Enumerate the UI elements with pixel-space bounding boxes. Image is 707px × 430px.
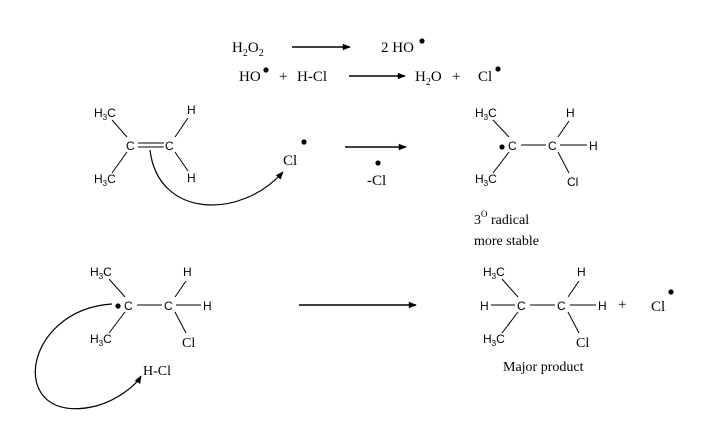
bond [111,151,128,174]
bond [492,151,510,174]
chcl-carbon: C [548,139,557,153]
bond [174,280,187,298]
isobutylene-structure: H3C H3C C C H H [94,103,284,206]
ch3-top-label: H3C [475,106,497,122]
eq1-product: 2 HO [381,40,414,56]
bond [501,278,519,298]
chlorine-radical-dot [668,289,674,295]
major-product-label: Major product [503,360,584,375]
h-top: H [566,106,575,120]
bond [108,278,126,298]
chlorine-label: Cl [567,175,578,189]
eq2-plus2: + [452,69,460,85]
alkene-h-top: H [187,103,196,117]
bond [492,119,510,138]
eq2-ho-radical-dot [263,67,269,73]
h-top: H [577,265,586,279]
h-right: H [589,139,598,153]
h-right: H [203,299,212,313]
radical-dot [115,303,121,309]
quaternary-carbon: C [517,299,526,313]
equation-1: H2O2 2 HO [232,38,425,59]
eq2-cl: Cl [478,69,492,85]
eq2-hcl: H-Cl [297,69,327,85]
bond [174,311,187,334]
radical-dot [499,144,505,150]
eq2-cl-radical-dot [495,66,501,72]
eq1-radical-dot [419,38,425,44]
ch3-bottom-label: H3C [94,172,116,188]
chlorine-label: Cl [576,336,589,351]
hydrogen-abstraction-arrow [34,303,142,410]
bond [567,280,580,298]
h-right: H [598,299,607,313]
radical-carbon: C [124,299,133,313]
electron-curved-arrow [149,149,284,206]
eq2-ho: HO [239,69,261,85]
bond [567,311,580,334]
ch3-top-label: H3C [483,265,505,281]
ch3-top-label: H3C [90,265,112,281]
leaving-cl-dot [375,160,381,166]
bond [557,120,570,138]
alkene-carbon-1: C [126,139,135,153]
ch3-bottom-label: H3C [475,172,497,188]
bond [557,151,570,174]
minus-chlorine: -Cl [367,173,386,189]
eq2-plus1: + [279,69,287,85]
ch3-bottom-label: H3C [90,332,112,348]
hcl-reagent: H-Cl [143,364,171,379]
chlorine-label: Cl [182,336,195,351]
ch3-bottom-label: H3C [483,332,505,348]
eq2-h2o: H2O [415,69,442,88]
ch3-top-label: H3C [94,106,116,122]
chlorine-radical: Cl [283,153,297,169]
chlorine-radical-dot [301,139,307,145]
chcl-carbon: C [557,299,566,313]
major-product-structure: H3C H3C H C C H H Cl [480,265,607,351]
radical-note-line1: 3O radical [474,209,529,228]
h-left: H [480,299,489,313]
bond [174,117,189,138]
product-plus: + [618,297,626,313]
regenerated-chlorine-radical: Cl [651,299,665,315]
step2-radical-structure: H3C H3C C C H H Cl [34,265,212,410]
alkene-h-bottom: H [187,171,196,185]
bond [111,119,128,138]
bond [174,151,189,172]
tertiary-radical-structure: H3C H3C C C H H Cl [475,106,598,189]
eq1-h2o2: H2O2 [232,40,264,59]
radical-note-line2: more stable [474,234,539,249]
radical-carbon: C [508,139,517,153]
bond [501,311,519,334]
equation-2: HO + H-Cl H2O + Cl [239,66,501,88]
chcl-carbon: C [164,299,173,313]
bond [108,311,126,334]
h-top: H [183,265,192,279]
alkene-carbon-2: C [165,139,174,153]
